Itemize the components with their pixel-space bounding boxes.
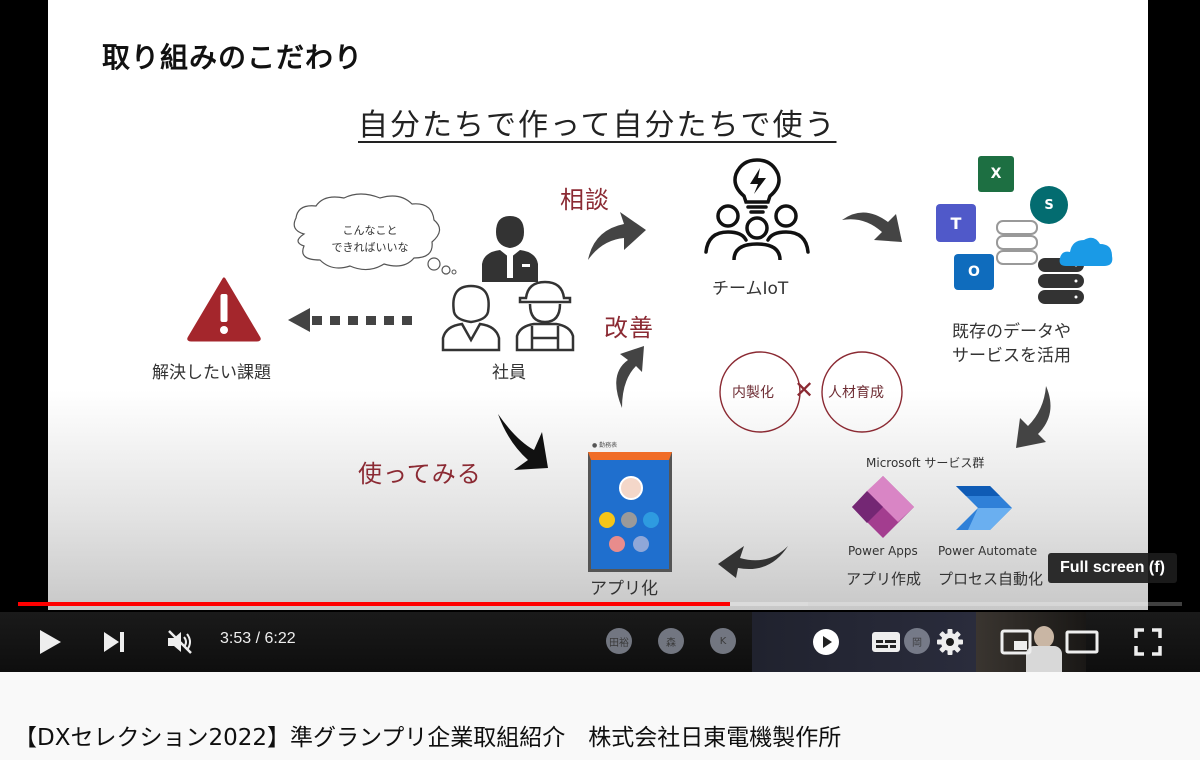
participant-avatar: 森 bbox=[658, 628, 684, 654]
power-automate-icon bbox=[956, 486, 1012, 530]
curved-arrow-up-right-icon bbox=[588, 212, 646, 260]
businessman-icon bbox=[482, 216, 538, 282]
theater-mode-button[interactable] bbox=[1062, 622, 1102, 662]
power-automate-desc: プロセス自動化 bbox=[938, 570, 1044, 588]
fullscreen-tooltip: Full screen (f) bbox=[1048, 553, 1177, 583]
sharepoint-icon: S bbox=[1030, 186, 1068, 224]
theater-mode-icon bbox=[1065, 630, 1099, 654]
app-button-pink bbox=[609, 536, 625, 552]
app-screenshot bbox=[588, 452, 672, 572]
internalization-talent-circles bbox=[719, 351, 903, 433]
thought-cloud-icon bbox=[293, 193, 457, 275]
thought-text: こんなこと できればいいな bbox=[310, 222, 430, 256]
thought-line-2: できればいいな bbox=[331, 241, 409, 254]
employees-label: 社員 bbox=[492, 363, 526, 383]
dotted-arrow-left-icon bbox=[288, 308, 412, 332]
teams-icon: T bbox=[936, 204, 976, 242]
warning-icon bbox=[187, 277, 261, 342]
team-iot-label: チームIoT bbox=[712, 279, 789, 299]
app-button-blue bbox=[643, 512, 659, 528]
subtitles-icon bbox=[872, 632, 900, 652]
time-separator: / bbox=[251, 630, 265, 647]
outlook-icon: O bbox=[954, 254, 994, 290]
next-button[interactable] bbox=[94, 622, 134, 662]
microsoft-group-label: Microsoft サービス群 bbox=[866, 456, 985, 470]
internalization-label: 内製化 bbox=[732, 385, 774, 401]
app-button-yellow bbox=[599, 512, 615, 528]
slide-subtitle: 自分たちで作って自分たちで使う bbox=[358, 108, 837, 143]
fullscreen-button[interactable] bbox=[1128, 622, 1168, 662]
fullscreen-icon bbox=[1134, 628, 1162, 656]
app-button-lavender bbox=[633, 536, 649, 552]
mute-button[interactable] bbox=[160, 622, 200, 662]
current-time: 3:53 bbox=[220, 630, 252, 647]
database-dark-icon bbox=[1038, 258, 1084, 304]
curved-arrow-up-icon bbox=[616, 346, 644, 408]
play-icon bbox=[40, 630, 61, 654]
video-player[interactable]: 取り組みのこだわり 自分たちで作って自分たちで使う 解決したい課題 こ bbox=[0, 0, 1200, 672]
power-apps-icon bbox=[852, 476, 914, 538]
app-avatar bbox=[619, 476, 643, 500]
app-button-gray bbox=[621, 512, 637, 528]
database-light-icon bbox=[996, 220, 1038, 265]
video-title: 【DXセレクション2022】準グランプリ企業取組紹介 株式会社日東電機製作所 bbox=[14, 725, 842, 751]
power-automate-name: Power Automate bbox=[938, 544, 1038, 558]
app-caption: ● 勤務表 bbox=[592, 442, 618, 449]
progress-bar[interactable] bbox=[18, 602, 1182, 606]
participant-avatar: 岡 bbox=[904, 628, 930, 654]
issue-label: 解決したい課題 bbox=[152, 363, 271, 383]
app-label: アプリ化 bbox=[590, 579, 658, 599]
existing-label-line-2: サービスを活用 bbox=[952, 346, 1071, 366]
participant-avatar: K bbox=[710, 628, 736, 654]
talent-development-label: 人材育成 bbox=[828, 385, 884, 401]
duration: 6:22 bbox=[264, 630, 296, 647]
existing-services-label: 既存のデータや サービスを活用 bbox=[952, 320, 1071, 368]
speaker-body bbox=[1026, 646, 1062, 672]
businesswoman-icon bbox=[441, 284, 501, 352]
play-button[interactable] bbox=[30, 622, 70, 662]
progress-played bbox=[18, 602, 730, 606]
consult-label: 相談 bbox=[560, 186, 610, 214]
curved-arrow-left-icon bbox=[718, 546, 788, 578]
participant-avatar: 田裕 bbox=[606, 628, 632, 654]
thought-line-1: こんなこと bbox=[342, 224, 398, 237]
try-label: 使ってみる bbox=[358, 460, 482, 488]
arrow-down-right-icon bbox=[498, 414, 548, 470]
miniplayer-icon bbox=[1000, 629, 1032, 655]
player-controls: 3:53 / 6:22 田裕 森 K 岡 bbox=[0, 612, 1200, 672]
slide-title: 取り組みのこだわり bbox=[102, 41, 364, 74]
curved-arrow-right-icon bbox=[842, 212, 902, 242]
team-iot-icon bbox=[704, 158, 810, 260]
excel-icon: X bbox=[978, 156, 1014, 192]
autoplay-toggle[interactable] bbox=[806, 622, 846, 662]
autoplay-icon bbox=[813, 629, 839, 655]
gear-icon bbox=[937, 629, 963, 655]
power-apps-desc: アプリ作成 bbox=[846, 570, 922, 588]
next-icon bbox=[104, 632, 124, 652]
existing-label-line-1: 既存のデータや bbox=[952, 322, 1071, 342]
slide: 取り組みのこだわり 自分たちで作って自分たちで使う 解決したい課題 こ bbox=[48, 0, 1148, 610]
improve-label: 改善 bbox=[604, 314, 654, 342]
speaker-head bbox=[1034, 626, 1054, 648]
miniplayer-button[interactable] bbox=[996, 622, 1036, 662]
construction-worker-icon bbox=[515, 280, 575, 352]
volume-muted-icon bbox=[168, 630, 192, 654]
cross-icon: ✕ bbox=[794, 376, 815, 404]
cloud-icon bbox=[1059, 237, 1113, 266]
power-apps-name: Power Apps bbox=[848, 544, 918, 558]
settings-button[interactable] bbox=[930, 622, 970, 662]
time-display: 3:53 / 6:22 bbox=[220, 630, 296, 648]
subtitles-button[interactable] bbox=[866, 622, 906, 662]
curved-arrow-down-icon bbox=[1016, 386, 1051, 448]
